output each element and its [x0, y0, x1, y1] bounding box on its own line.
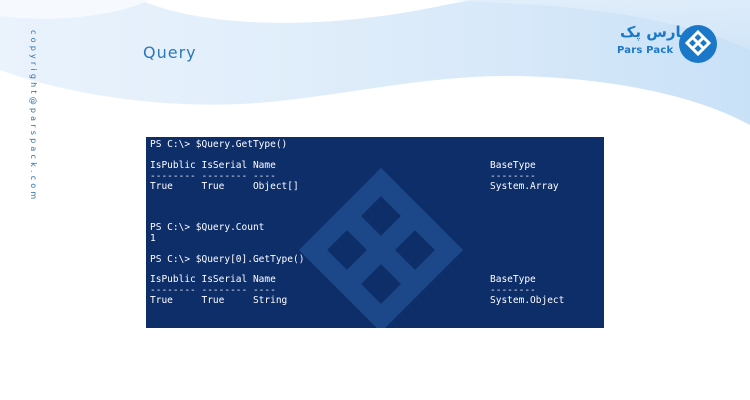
command-line: PS C:\> $Query.GetType() [150, 139, 288, 150]
column-header: IsPublic IsSerial Name [150, 274, 276, 285]
copyright-vertical-text: copyright@parspack.com [18, 30, 42, 230]
result-row-basetype: System.Array [490, 181, 559, 192]
output-value: 1 [150, 233, 156, 244]
column-header: IsPublic IsSerial Name [150, 160, 276, 171]
column-header: BaseType [490, 160, 536, 171]
page-title: Query [143, 43, 197, 62]
powershell-terminal: PS C:\> $Query.GetType() IsPublic IsSeri… [146, 137, 604, 328]
result-row: True True String [150, 295, 288, 306]
watermark-logo-icon [298, 167, 464, 328]
copyright-text: copyright@parspack.com [29, 30, 38, 203]
header-separator: -------- [490, 171, 536, 182]
column-header: BaseType [490, 274, 536, 285]
header-separator: -------- [490, 285, 536, 296]
header-separator: -------- -------- ---- [150, 171, 276, 182]
result-row-basetype: System.Object [490, 295, 565, 306]
parspack-logo: پارس پک Pars Pack [614, 22, 719, 66]
command-line: PS C:\> $Query.Count [150, 222, 265, 233]
logo-latin-text: Pars Pack [617, 45, 674, 56]
header-separator: -------- -------- ---- [150, 285, 276, 296]
diamond-lattice-icon [679, 25, 717, 63]
command-line: PS C:\> $Query[0].GetType() [150, 254, 305, 265]
logo-persian-text: پارس پک [620, 23, 687, 41]
result-row: True True Object[] [150, 181, 299, 192]
